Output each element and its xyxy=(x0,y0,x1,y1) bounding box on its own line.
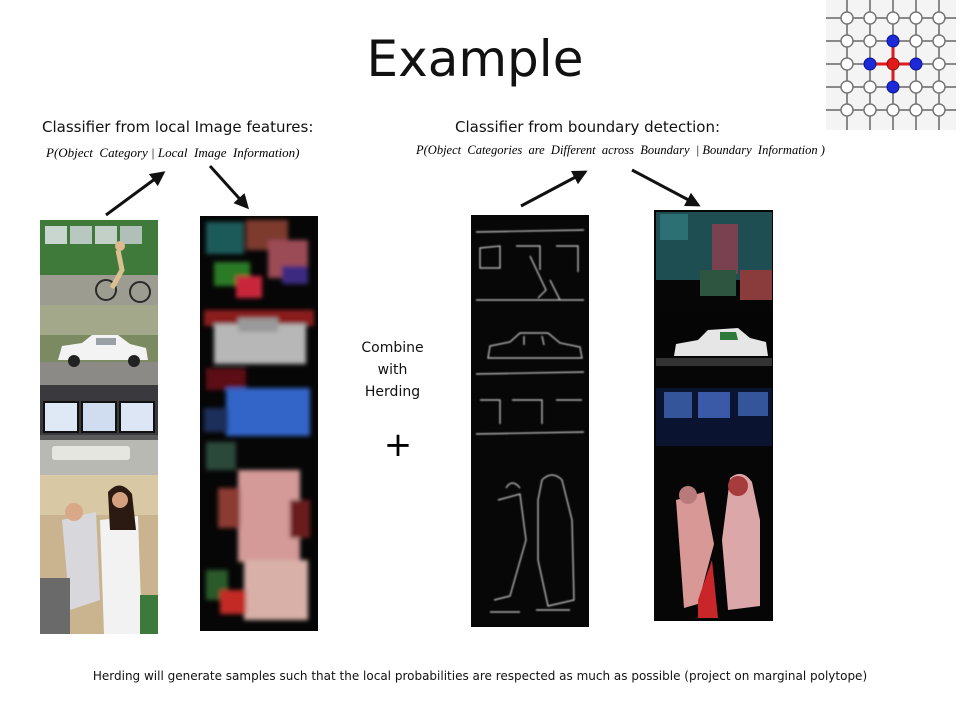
left-classifier-heading: Classifier from local Image features: xyxy=(42,118,314,136)
slide-title: Example xyxy=(366,30,584,88)
grid-mrf-icon xyxy=(826,0,956,130)
white-car-photo xyxy=(40,305,158,385)
photo-strip xyxy=(40,220,158,634)
combine-with-herding-label: Combine with Herding xyxy=(340,337,445,403)
computer-monitors-photo xyxy=(40,385,158,475)
street-bus-cyclist-photo xyxy=(40,220,158,305)
two-people-photo xyxy=(40,475,158,634)
combine-line-3: Herding xyxy=(364,384,421,400)
combine-line-1: Combine xyxy=(361,340,424,356)
local-segmentation-strip xyxy=(200,216,318,631)
right-classifier-formula: P(Object Categories are Different across… xyxy=(416,143,825,157)
plus-symbol: + xyxy=(383,425,413,465)
arrow-down-right xyxy=(631,168,701,207)
arrow-up-left xyxy=(105,171,166,217)
clean-segmentation-strip xyxy=(654,210,773,621)
slide-footnote: Herding will generate samples such that … xyxy=(92,669,868,683)
combine-line-2: with xyxy=(377,362,408,378)
arrows xyxy=(105,164,701,217)
arrow-up-right xyxy=(520,170,588,208)
arrow-down-left xyxy=(208,164,250,210)
right-classifier-heading: Classifier from boundary detection: xyxy=(455,118,721,136)
boundary-edge-map-strip xyxy=(471,215,589,627)
left-classifier-formula: P(Object Category | Local Image Informat… xyxy=(46,145,300,160)
